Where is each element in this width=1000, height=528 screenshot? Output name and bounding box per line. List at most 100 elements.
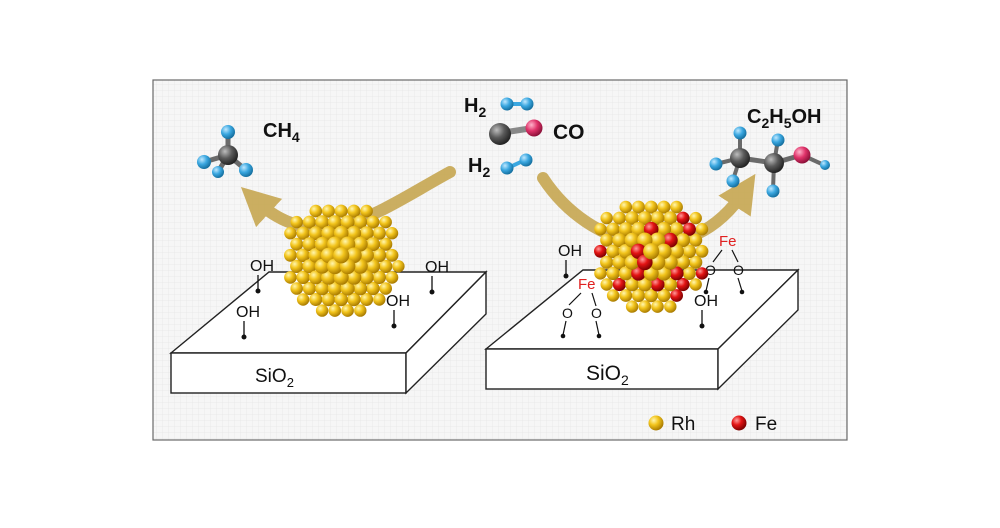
svg-text:Rh: Rh [671, 414, 695, 435]
rh-atom [656, 222, 672, 237]
rh-atom [347, 204, 361, 218]
rh-atom [359, 226, 374, 241]
legend-item-fe: Fe [731, 414, 777, 435]
fe-atom [695, 267, 709, 280]
rh-atom [284, 227, 297, 240]
rh-atom [347, 292, 361, 307]
rh-atom [296, 248, 310, 263]
rh-atom [302, 215, 316, 229]
rh-atom [321, 292, 336, 307]
fe-atom [669, 266, 684, 281]
rh-atom [637, 211, 652, 226]
rh-atom [385, 248, 399, 262]
rh-atom [373, 293, 386, 306]
rh-atom [594, 223, 607, 236]
left-hydroxyl-3: OH [236, 304, 260, 340]
rh-atom [606, 289, 620, 302]
rh-atom [625, 300, 639, 313]
rh-atom [296, 226, 310, 240]
rh-atom [618, 222, 633, 237]
methane-molecule [197, 125, 253, 178]
rh-atom [657, 288, 671, 303]
left-support-label: SiO2 [255, 366, 294, 390]
rh-atom [600, 278, 613, 291]
rh-atom [385, 227, 399, 240]
rh-atom [284, 271, 297, 284]
rh-atom [315, 304, 329, 317]
rh-atom [379, 282, 393, 295]
rh-atom [379, 259, 393, 273]
rh-atom [365, 259, 381, 274]
rh-atom [594, 267, 607, 280]
rh-atom [321, 270, 336, 285]
fe-atom [631, 266, 646, 281]
right-hydroxyl-2: OH [694, 293, 718, 329]
svg-text:Fe: Fe [578, 276, 596, 293]
rh-atom [333, 225, 349, 241]
rh-atom [315, 281, 329, 296]
rh-atom [308, 270, 323, 285]
rh-atom [689, 211, 702, 225]
fe-atom [650, 277, 665, 292]
fe-atom [643, 221, 659, 237]
rh-atom [308, 226, 323, 241]
legend-item-rh: Rh [648, 414, 695, 435]
rh-atom [302, 281, 316, 296]
rh-atom [340, 281, 355, 296]
fe-atom [670, 289, 683, 302]
right-hydroxyl-1: OH [558, 243, 582, 279]
rh-atom [296, 270, 310, 285]
rh-atom [651, 300, 664, 313]
rh-atom [695, 244, 709, 258]
rh-atom [392, 260, 405, 273]
svg-text:O: O [733, 262, 744, 278]
rh-atom [334, 292, 348, 307]
rh-atom [315, 215, 329, 229]
rh-atom [366, 237, 380, 252]
co-molecule [489, 119, 543, 145]
rh-atom [625, 211, 639, 225]
rh-atom [695, 223, 709, 236]
svg-text:OH: OH [386, 293, 410, 310]
rh-atom [606, 266, 620, 281]
rh-atom [341, 304, 354, 317]
fe-atom [612, 277, 627, 292]
rh-atom [624, 254, 640, 270]
fe-site-left: Fe O O [560, 276, 602, 339]
rh-atom [637, 277, 652, 292]
rh-atom [333, 247, 350, 264]
svg-text:OH: OH [558, 243, 582, 260]
rh-atom [372, 270, 386, 285]
left-hydroxyl-4: OH [386, 293, 410, 329]
fe-site-right: Fe O O [703, 233, 745, 295]
rh-atom [352, 236, 368, 252]
rh-atom [327, 281, 342, 296]
rh-atom [334, 204, 348, 218]
rh-atom [631, 222, 646, 237]
rh-atom [644, 288, 658, 303]
rh-atom [682, 244, 697, 259]
rh-atom [328, 304, 342, 317]
co-formula: CO [553, 121, 585, 144]
rh-atom [643, 243, 660, 260]
ethanol-molecule [709, 126, 830, 198]
ethanol-formula: C2H5OH [747, 106, 822, 131]
svg-text:OH: OH [250, 258, 274, 275]
rh-atom [625, 277, 639, 292]
rh-atom [333, 269, 349, 285]
rh-atom [353, 215, 368, 229]
rh-atom [600, 255, 614, 269]
rh-atom [359, 270, 374, 285]
svg-text:Fe: Fe [719, 233, 737, 250]
rh-nanoparticle [284, 204, 405, 317]
methane-formula: CH4 [263, 120, 300, 145]
svg-text:O: O [705, 262, 716, 278]
rh-atom [689, 255, 703, 269]
rh-atom [624, 232, 640, 248]
svg-text:O: O [562, 305, 573, 321]
right-support-label: SiO2 [586, 362, 629, 388]
rh-atom [606, 222, 620, 236]
rh-atom [676, 255, 690, 270]
rh-atom [366, 281, 380, 296]
